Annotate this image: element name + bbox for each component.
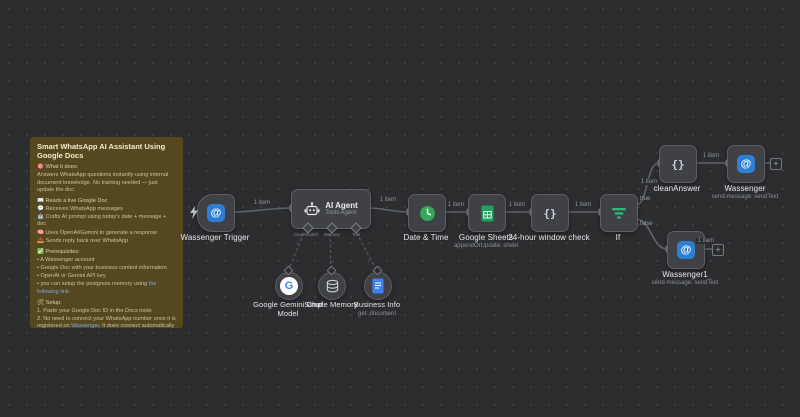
connection-items-label: 1 item [445,202,467,208]
node-ai-agent[interactable]: AI Agent Tools Agent [291,189,371,234]
sticky-what-body: Answers WhatsApp questions instantly usi… [37,172,169,193]
sticky-prereq-heading: ✅ Prerequisites: [37,248,80,255]
connection-items-label: 1 item [700,153,722,159]
google-sheets-icon [481,205,493,221]
node-label-date-time: Date & Time [403,233,449,242]
agent-subtitle: Tools Agent [325,210,357,217]
node-subtitle-wassenger1: send-message: sendText [651,280,719,286]
node-label-wassenger-trigger: Wassenger Trigger [180,233,250,242]
port-label-tool: Tool [351,232,361,237]
node-google-gemini-chat-model[interactable]: G [275,272,303,300]
node-label-gemini: Google Gemini Chat Model [253,300,323,318]
port-label-chat-model: Chat Model* [293,232,319,237]
node-wassenger[interactable]: @ [727,145,765,183]
g-glyph: G [284,280,294,292]
node-24-hour-window-check[interactable]: {} [531,194,569,232]
connection[interactable] [368,207,409,213]
sticky-prereq-item: • Google Doc with your business content … [37,265,167,272]
connection-items-label: 1 item [377,197,399,203]
setup-step-text: 2. No need to connect your WhatsApp numb… [37,316,176,328]
node-date-time[interactable] [408,194,446,232]
sticky-feature: 📖 Reads a live Google Doc [37,197,108,204]
robot-icon [304,201,320,215]
node-label-simple-memory: Simple Memory [304,300,358,309]
if-output-false-label: false [640,221,653,227]
prereq-text: • you can setup the postgress memory usi… [37,281,149,288]
connection-memory[interactable] [329,227,332,272]
wassenger-icon: @ [677,241,695,259]
connection-tool[interactable] [353,227,378,272]
add-node-button[interactable]: + [712,244,724,256]
sticky-note[interactable]: Smart WhatsApp AI Assistant Using Google… [30,137,183,328]
if-output-true-label: true [640,196,651,202]
setup-step-link[interactable]: Wassenger [71,323,99,328]
trigger-bolt-icon [189,206,199,224]
sticky-feature: 🤖 Crafts AI prompt using today's date + … [37,214,167,228]
google-docs-icon [372,278,384,294]
node-wassenger1[interactable]: @ [667,231,705,269]
node-if[interactable] [600,194,638,232]
sticky-prereq-item: • A Wassenger account [37,256,95,263]
code-braces-icon: {} [543,206,557,220]
node-label-if: If [615,233,621,242]
node-simple-memory[interactable] [318,272,346,300]
connection-items-label: 1 item [638,179,660,185]
node-label-wassenger: Wassenger [724,184,766,193]
at-glyph: @ [680,244,692,256]
agent-text: AI Agent Tools Agent [325,201,358,217]
sticky-prereq-item: • OpenAI or Gemini API key [37,273,106,280]
at-glyph: @ [210,207,222,219]
sticky-feature: 📤 Sends reply back over WhatsApp [37,237,129,244]
node-clean-answer[interactable]: {} [659,145,697,183]
sticky-setup-step: 2. No need to connect your WhatsApp numb… [37,316,176,328]
node-label-24-hour-window-check: 24-hour window check [508,233,590,242]
node-subtitle-wassenger: send-message: sendText [711,194,779,200]
agent-title: AI Agent [325,200,358,210]
node-label-google-sheets: Google Sheets [458,233,514,242]
connection-items-label: 1 item [695,238,717,244]
port-label-memory: Memory [323,232,341,237]
at-glyph: @ [740,158,752,170]
clock-icon [419,205,435,221]
node-wassenger-trigger[interactable]: @ [190,194,235,232]
node-label-wassenger1: Wassenger1 [662,270,708,279]
connection-items-label: 1 item [251,200,273,206]
add-node-button[interactable]: + [770,158,782,170]
connection-items-label: 1 item [506,202,528,208]
sticky-setup-heading: 🛠 Setup: [37,299,62,306]
database-icon [326,279,338,292]
node-subtitle-business-info: get: document [357,311,397,317]
code-braces-icon: {} [671,157,685,171]
sticky-feature: 💬 Receives WhatsApp messages [37,206,123,213]
sticky-title: Smart WhatsApp AI Assistant Using Google… [37,142,166,160]
setup-step-text: . It does connect automatically [99,323,175,328]
wassenger-icon: @ [207,204,225,222]
node-label-clean-answer: cleanAnswer [653,184,701,193]
sticky-what-heading: 🎯 What it does: [37,164,79,171]
node-subtitle-google-sheets: appendOrUpdate: sheet [453,243,519,249]
connection-chat-model[interactable] [287,227,307,272]
node-google-sheets[interactable] [468,194,506,232]
prereq-link[interactable]: the following link: [37,281,157,295]
wassenger-icon: @ [737,155,755,173]
sticky-feature: 🧠 Uses OpenAI/Gemini to generate a respo… [37,229,158,236]
node-label-business-info: Business Info [353,300,401,309]
connection-false[interactable] [635,218,668,250]
sticky-prereq-item: • you can setup the postgress memory usi… [37,281,176,295]
sticky-setup-step: 1. Paste your Google Doc ID in the Docs … [37,307,152,314]
google-gemini-icon: G [280,277,298,295]
connection[interactable] [232,207,292,213]
filter-icon [612,207,626,219]
connection-items-label: 1 item [572,202,594,208]
node-business-info[interactable] [364,272,392,300]
